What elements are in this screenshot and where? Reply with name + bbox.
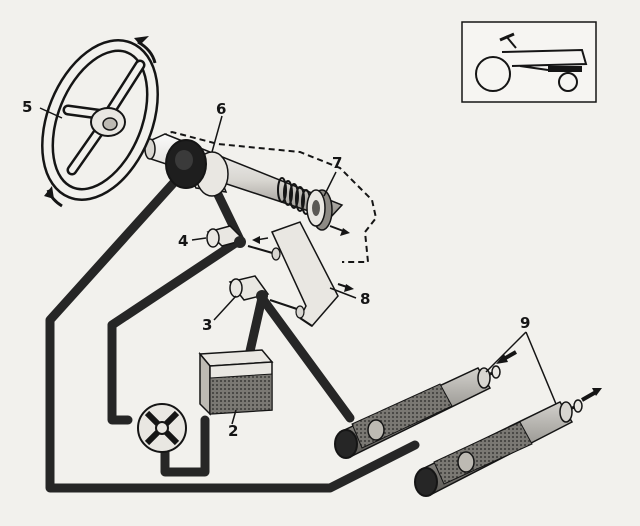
hydraulic-pump	[137, 403, 187, 453]
steering-column	[144, 130, 378, 263]
callout-labels: 5 6 7 4 8 3 2 9	[22, 98, 530, 440]
valve4-arrow-head	[252, 236, 260, 244]
wheel-rotation-arrows	[44, 36, 157, 208]
cylinder-lower-arrow	[581, 390, 597, 402]
callout-2: 2	[228, 422, 238, 440]
dashed-housing-outline	[151, 130, 378, 263]
reservoir-fluid	[209, 373, 273, 415]
collar-arrow-head	[340, 228, 350, 236]
oil-reservoir	[198, 349, 274, 416]
pressure-line-to-valve	[160, 415, 210, 477]
callout-7: 7	[332, 154, 342, 172]
steering-wheel	[41, 39, 159, 201]
cylinder-upper-arrow-head	[496, 354, 508, 364]
callout-8: 8	[360, 290, 370, 308]
callout-5: 5	[22, 98, 32, 116]
tractor-icon	[475, 32, 588, 92]
tractor-inset	[461, 21, 597, 103]
shaft-collar	[306, 189, 333, 231]
cylinder-lower-arrow-head	[592, 388, 602, 396]
plate-arrow-head	[344, 284, 354, 292]
valve-to-reservoir	[243, 293, 267, 365]
valve-control-plate	[270, 221, 354, 327]
power-cylinder-upper	[334, 350, 517, 459]
callout-3: 3	[202, 316, 212, 334]
callout-4: 4	[178, 232, 188, 250]
control-valve-upper	[206, 225, 281, 261]
valve-to-upper-cylinder	[257, 293, 355, 423]
leader-lines	[39, 107, 557, 425]
pump-suction-line	[107, 235, 245, 425]
power-cylinder-lower	[414, 388, 602, 497]
callout-9: 9	[520, 314, 530, 332]
control-valve-lower	[228, 275, 305, 319]
callout-6: 6	[216, 100, 226, 118]
return-line	[45, 173, 420, 493]
